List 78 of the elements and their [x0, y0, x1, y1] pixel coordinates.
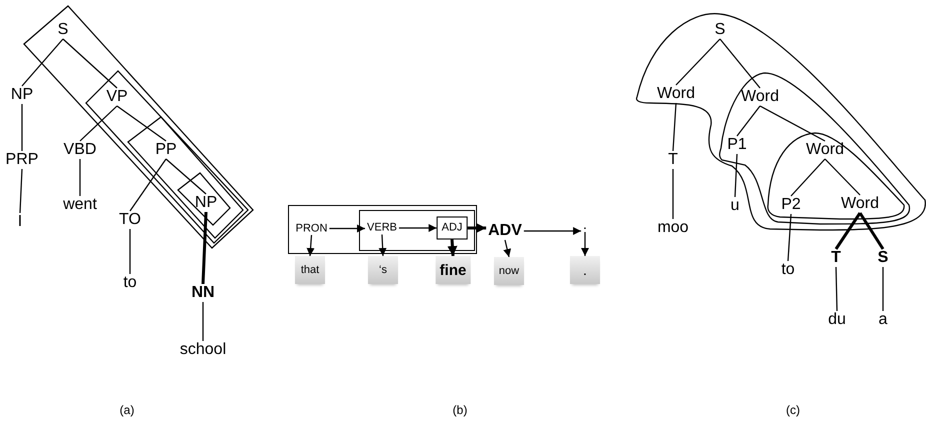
tree-label: went [61, 196, 99, 214]
tree-label: PRP [4, 151, 40, 169]
tree-label: S [712, 21, 728, 39]
tree-branch [882, 267, 884, 311]
tag-box: ADJ [436, 216, 468, 240]
panel-caption: (c) [786, 403, 800, 417]
tree-branch [720, 38, 760, 88]
tree-branch [202, 302, 204, 341]
panel-caption: (b) [452, 403, 468, 417]
tree-label: moo [655, 219, 691, 237]
tree-label: PP [153, 141, 179, 159]
tree-label: NP [8, 86, 36, 104]
arrow [581, 232, 589, 256]
arrow [306, 234, 315, 256]
tree-branch [21, 104, 23, 151]
arrow [524, 227, 582, 235]
tree-label: TO [117, 211, 143, 229]
tree-label: PRON [294, 222, 330, 235]
tree-label: Word [804, 141, 846, 159]
tree-label: S [56, 21, 70, 39]
tree-label: S [876, 249, 890, 267]
arrow [378, 234, 387, 256]
tree-branch [734, 154, 738, 198]
tree-branch [790, 158, 826, 196]
tree-label: to [121, 274, 139, 292]
tree-label: school [178, 341, 228, 359]
tree-label: ADV [486, 222, 524, 240]
constituent-box [358, 210, 474, 250]
tree-label: du [826, 311, 848, 329]
tree-label: . [581, 216, 589, 232]
tree-label: Word [655, 85, 697, 103]
tree-branch [676, 38, 720, 86]
arrow [329, 224, 366, 232]
tree-branch [824, 158, 860, 196]
tree-label: P1 [725, 136, 749, 154]
tree-label: I [16, 213, 24, 231]
tree-branch [672, 169, 674, 219]
tree-label: NN [189, 284, 217, 302]
tree-label: a [876, 311, 890, 329]
arrow [447, 239, 458, 256]
arrow [503, 240, 512, 258]
token-tile: . [570, 256, 600, 284]
tree-label: VP [104, 88, 130, 106]
tree-label: Word [739, 88, 781, 106]
tree-branch [62, 38, 118, 88]
constituent-box [288, 205, 477, 254]
tree-label: to [779, 261, 797, 279]
tree-branch [19, 168, 23, 214]
token-tile: now [494, 257, 524, 285]
tree-label: Word [839, 195, 881, 213]
tree-label: P2 [779, 196, 803, 214]
token-tile: that [295, 256, 325, 284]
tree-branch [672, 102, 677, 152]
token-tile: ‘s [368, 256, 398, 284]
arrow [398, 224, 437, 232]
tree-branch [116, 106, 166, 142]
panel-caption: (a) [120, 403, 134, 417]
tree-label: T [829, 249, 843, 267]
tree-label: T [666, 151, 680, 169]
tree-branch [129, 229, 131, 274]
tree-branch [202, 212, 208, 284]
tree-label: NP [192, 194, 220, 212]
tree-label: VBD [62, 141, 98, 159]
tree-branch [834, 212, 862, 250]
tree-branch [736, 106, 760, 136]
tree-branch [858, 212, 884, 250]
tree-branch [835, 266, 838, 312]
tree-branch [79, 159, 81, 196]
tree-label: u [728, 197, 742, 215]
arrow [467, 223, 486, 233]
tree-label: VERB [365, 222, 399, 234]
tree-branch [166, 158, 206, 194]
tree-branch [22, 38, 64, 86]
tree-branch [760, 105, 826, 142]
tree-branch [80, 106, 118, 142]
tree-branch [130, 158, 166, 212]
tree-branch [787, 214, 792, 262]
token-tile: fine [436, 256, 470, 284]
